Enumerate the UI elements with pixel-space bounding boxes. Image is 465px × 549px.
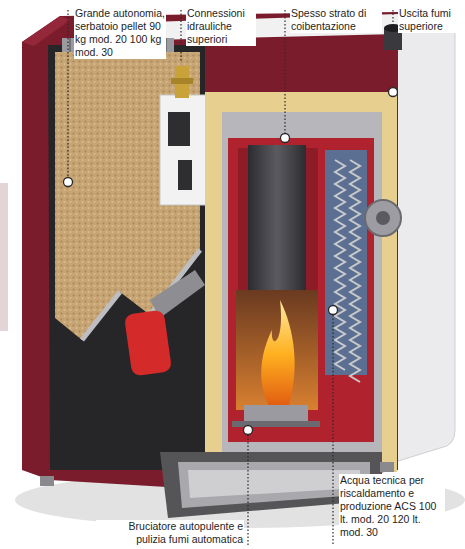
burner-callout: Bruciatore autopulente e pulizia fumi au… (96, 520, 244, 546)
label-slot: Spesso strato di coibentazione (290, 7, 382, 33)
label-slot: Uscita fumi superiore (398, 7, 460, 33)
label-slot: Bruciatore autopulente e pulizia fumi au… (96, 520, 244, 546)
water-callout: Acqua tecnica per riscaldamento e produz… (339, 474, 445, 539)
leader-lines (68, 10, 393, 545)
label-slot: Acqua tecnica per riscaldamento e produz… (339, 474, 445, 539)
connections-callout: Connessioni idrauliche superiori (186, 7, 256, 46)
label-slot: Grande autonomia, serbatoio pellet 90 kg… (74, 7, 166, 59)
insulation-callout: Spesso strato di coibentazione (290, 7, 382, 33)
leader-dots (64, 88, 398, 435)
hopper-callout: Grande autonomia, serbatoio pellet 90 kg… (74, 7, 166, 59)
flue-callout: Uscita fumi superiore (398, 7, 460, 33)
label-slot: Connessioni idrauliche superiori (186, 7, 256, 46)
